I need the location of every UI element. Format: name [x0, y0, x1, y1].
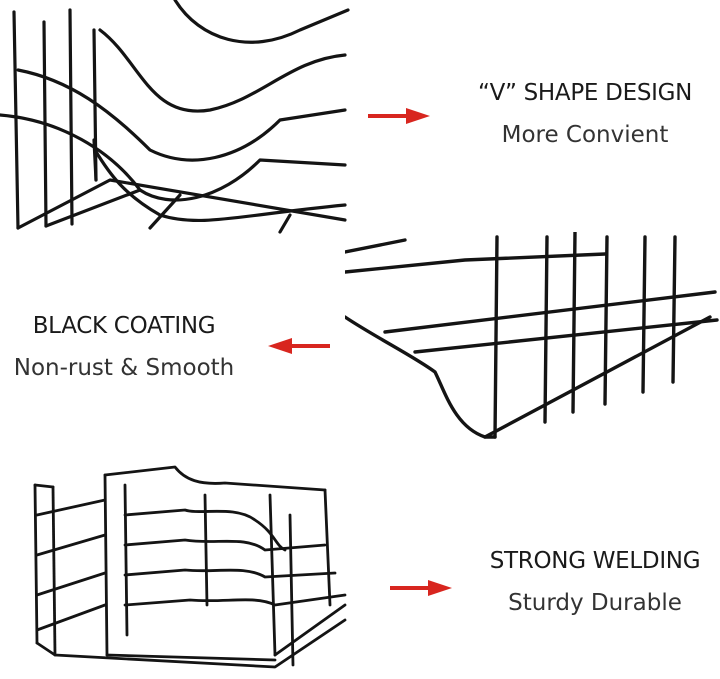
rack-photo-black-coating — [345, 232, 720, 452]
feature-title: STRONG WELDING — [489, 548, 701, 574]
feature-black-coating: BLACK COATING Non-rust & Smooth — [0, 313, 248, 381]
feature-subtitle: Non-rust & Smooth — [13, 355, 235, 381]
feature-subtitle: More Convient — [501, 122, 669, 148]
rack-photo-v-shape — [0, 0, 350, 235]
arrow-right-icon — [390, 580, 452, 596]
feature-title: BLACK COATING — [32, 313, 216, 339]
feature-strong-welding: STRONG WELDING Sturdy Durable — [470, 548, 720, 616]
arrow-left-icon — [268, 338, 330, 354]
rack-photo-strong-welding — [25, 455, 360, 675]
feature-v-shape: “V” SHAPE DESIGN More Convient — [455, 80, 715, 148]
feature-subtitle: Sturdy Durable — [508, 590, 682, 616]
feature-title: “V” SHAPE DESIGN — [477, 80, 693, 106]
arrow-right-icon — [368, 108, 430, 124]
